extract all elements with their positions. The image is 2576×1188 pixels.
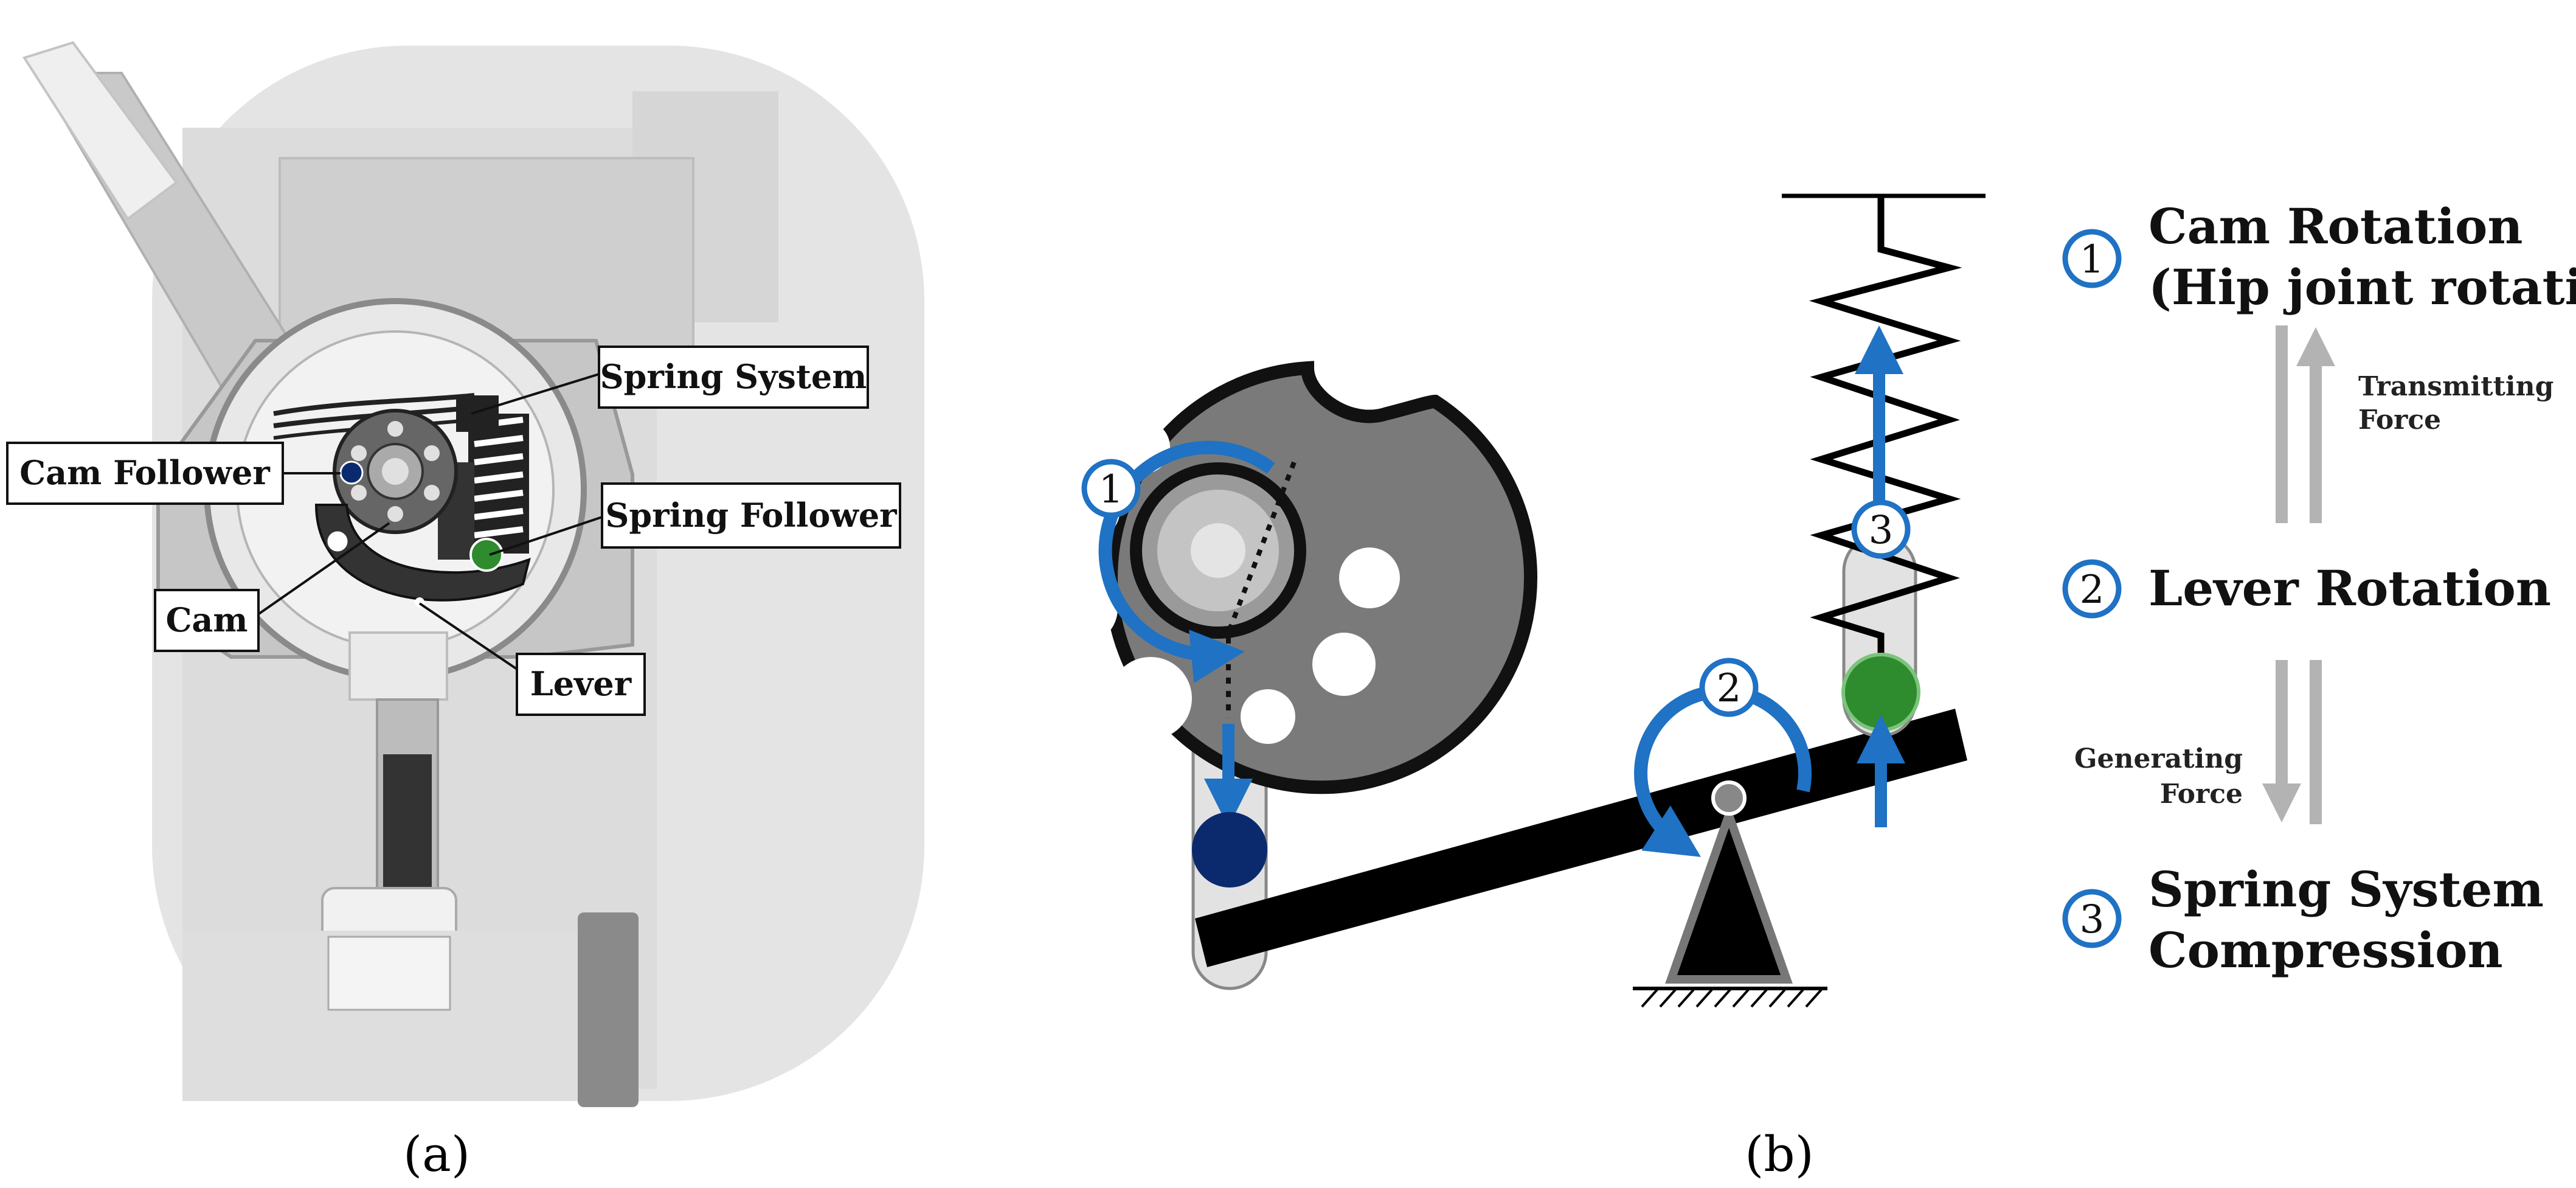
- transmitting-force-label-1: Transmitting: [2358, 371, 2553, 402]
- generating-force-label-1: Generating: [2074, 743, 2243, 774]
- callout-cam-follower: Cam Follower: [6, 442, 284, 505]
- marker-1-label: 1: [1099, 467, 1124, 512]
- transmitting-force-label-2: Force: [2358, 405, 2441, 436]
- step-3: 3 Spring System Compression: [2062, 861, 2544, 979]
- generating-force-label-2: Force: [2160, 779, 2243, 810]
- callout-cam: Cam: [154, 589, 260, 652]
- leader-lines: [248, 373, 603, 670]
- callout-lever-label: Lever: [530, 664, 632, 703]
- callout-cam-follower-label: Cam Follower: [19, 453, 270, 492]
- callout-spring-system-label: Spring System: [600, 357, 867, 396]
- step-1: 1 Cam Rotation (Hip joint rotation): [2062, 198, 2576, 316]
- step-1-number: 1: [2080, 237, 2105, 282]
- step-2: 2 Lever Rotation: [2062, 559, 2551, 619]
- panel-a-illustration: [22, 41, 924, 1107]
- lever-rotation-arrow: [1634, 684, 1812, 857]
- marker-2-label: 2: [1717, 666, 1742, 711]
- marker-3-label: 3: [1869, 508, 1894, 553]
- callout-cam-label: Cam: [165, 600, 248, 639]
- step-1-title: Cam Rotation: [2148, 198, 2523, 255]
- marker-3: 3: [1851, 499, 1911, 559]
- step-3-title: Spring System: [2148, 861, 2544, 918]
- step-3-subtitle: Compression: [2148, 922, 2503, 979]
- callout-spring-follower-label: Spring Follower: [605, 496, 897, 535]
- step-3-number: 3: [2080, 897, 2105, 942]
- step-2-number: 2: [2080, 568, 2105, 613]
- callout-lever: Lever: [516, 653, 646, 716]
- cam-follower-ball: [1192, 812, 1267, 888]
- generating-force-arrows: [2262, 660, 2322, 824]
- marker-1: 1: [1081, 459, 1141, 518]
- callout-spring-follower: Spring Follower: [601, 482, 901, 549]
- spring-follower-dot: [469, 538, 504, 572]
- cam-shaft: [1191, 523, 1245, 578]
- marker-2: 2: [1699, 658, 1759, 717]
- spring-follower-ball: [1841, 653, 1920, 732]
- ground-hatch: [1641, 988, 1823, 1008]
- cam-rotation-arrow: [1098, 440, 1275, 683]
- cam-follower-dot: [339, 460, 364, 485]
- callout-spring-system: Spring System: [598, 346, 869, 409]
- transmitting-force-arrows: [2276, 325, 2336, 523]
- pivot-triangle: [1665, 802, 1793, 984]
- pivot-pin: [1711, 780, 1747, 816]
- panel-b-caption: (b): [1745, 1126, 1814, 1183]
- step-2-title: Lever Rotation: [2148, 560, 2551, 617]
- panel-a-caption: (a): [403, 1126, 470, 1183]
- step-1-subtitle: (Hip joint rotation): [2148, 259, 2576, 316]
- lever-bar: [1195, 709, 1967, 967]
